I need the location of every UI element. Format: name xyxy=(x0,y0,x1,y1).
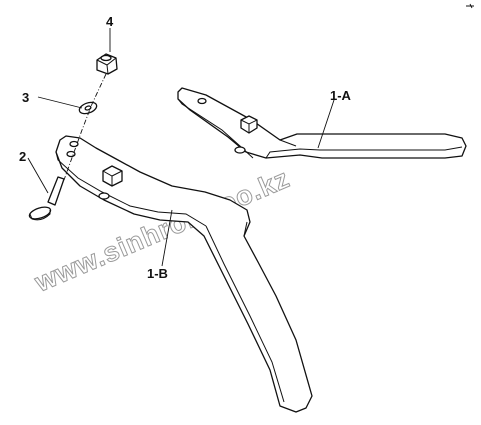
leader-1a xyxy=(317,99,335,149)
label-3: 3 xyxy=(22,90,29,105)
leader-1b xyxy=(161,209,173,267)
leader-3 xyxy=(37,96,83,109)
bracket-1b xyxy=(55,135,313,413)
label-2: 2 xyxy=(19,149,26,164)
label-1a: 1-A xyxy=(330,88,352,103)
washer-part xyxy=(78,101,98,115)
nut-part xyxy=(96,53,118,75)
corner-mark xyxy=(466,3,474,9)
label-1b: 1-B xyxy=(147,266,168,281)
bracket-1a xyxy=(177,87,467,159)
bolt-part xyxy=(28,176,65,221)
leader-2 xyxy=(27,157,49,194)
label-4: 4 xyxy=(106,14,114,29)
